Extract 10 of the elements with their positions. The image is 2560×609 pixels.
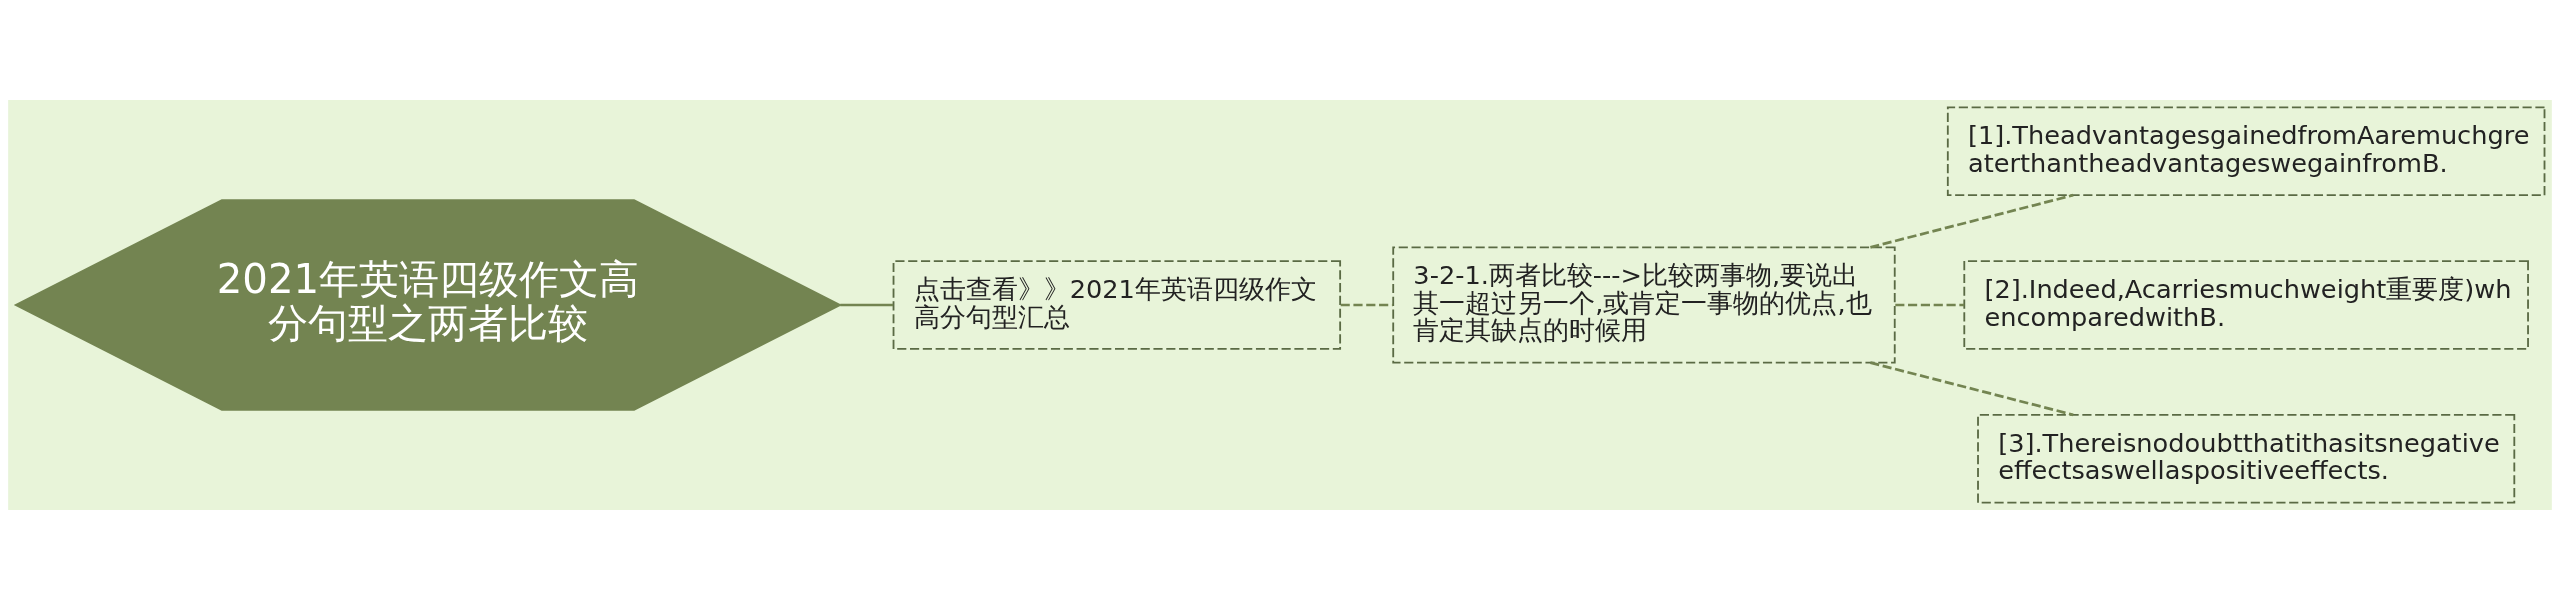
node-box: [1].TheadvantagesgainedfromAaremuchgreaterthantheadvantageswegainfromB. (1946, 105, 2546, 196)
connector (1340, 303, 1393, 306)
node-box: 点击查看》》2021年英语四级作文高分句型汇总 (892, 259, 1342, 350)
node-box: [2].Indeed,Acarriesmuchweight重要度)whencomparedwithB. (1963, 259, 2529, 350)
connector (840, 303, 894, 306)
connector (1870, 360, 2074, 416)
node-box: 3-2-1.两者比较--->比较两事物,要说出其一超过另一个,或肯定一事物的优点,也肯定其缺点的时候用 (1392, 245, 1896, 364)
connector (1895, 303, 1965, 306)
connector (1870, 193, 2074, 249)
node-box: [3].Thereisnodoubtthatithasitsnegativeeffectsaswellaspositiveeffects. (1977, 413, 2516, 504)
